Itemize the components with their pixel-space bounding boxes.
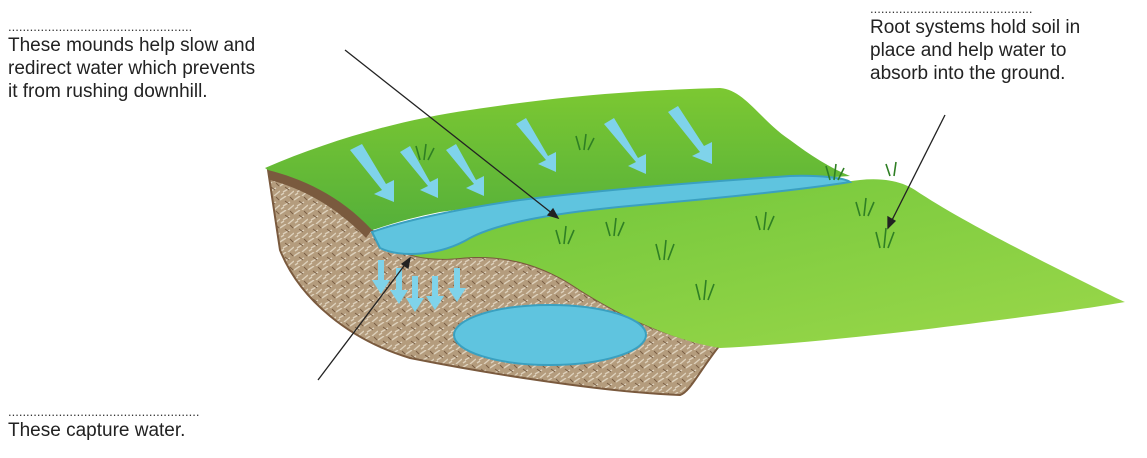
callout-mounds-line-1: These mounds help slow and: [8, 34, 348, 57]
underground-pond: [454, 305, 646, 365]
callout-roots: ........................................…: [870, 2, 1147, 85]
callout-mounds: ........................................…: [8, 20, 348, 103]
callout-roots-line-1: Root systems hold soil in: [870, 16, 1147, 39]
answer-blank-mounds: ........................................…: [8, 20, 348, 34]
callout-roots-line-2: place and help water to: [870, 39, 1147, 62]
answer-blank-capture: ........................................…: [8, 405, 318, 419]
callout-capture: ........................................…: [8, 405, 318, 442]
callout-capture-line-1: These capture water.: [8, 419, 318, 442]
callout-mounds-line-3: it from rushing downhill.: [8, 80, 348, 103]
answer-blank-roots: ........................................…: [870, 2, 1147, 16]
callout-mounds-line-2: redirect water which prevents: [8, 57, 348, 80]
callout-roots-line-3: absorb into the ground.: [870, 62, 1147, 85]
